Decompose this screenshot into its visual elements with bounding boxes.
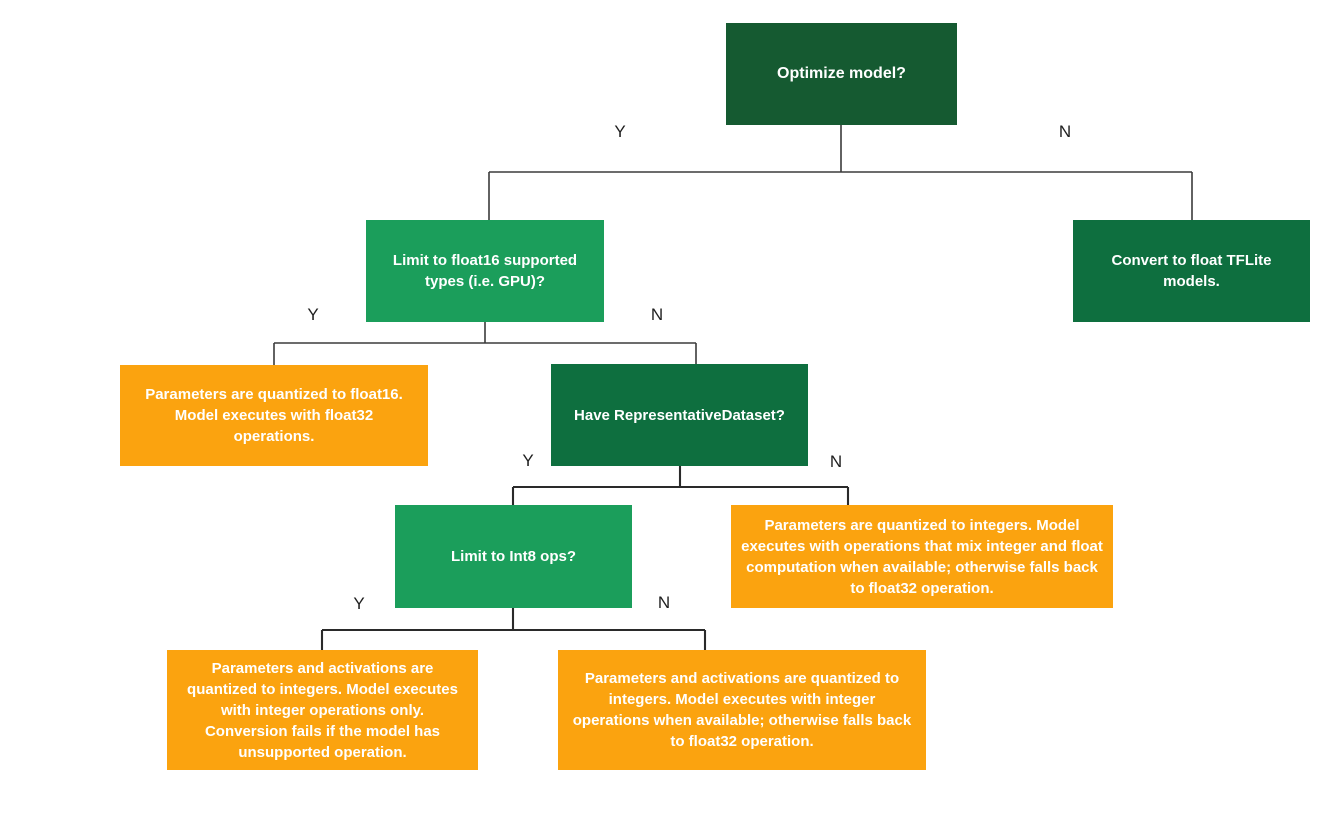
node-limit-float16: Limit to float16 supported types (i.e. G…: [366, 220, 604, 322]
node-have-representative-dataset: Have RepresentativeDataset?: [551, 364, 808, 466]
node-optimize-model: Optimize model?: [726, 23, 957, 125]
node-limit-int8-ops: Limit to Int8 ops?: [395, 505, 632, 608]
edge-label-repdataset-yes: Y: [522, 451, 534, 470]
node-convert-float-tflite: Convert to float TFLite models.: [1073, 220, 1310, 322]
node-int8-fallback-result: Parameters and activations are quantized…: [558, 650, 926, 770]
node-float16-result: Parameters are quantized to float16. Mod…: [120, 365, 428, 466]
connector-repdataset-branch: [511, 466, 850, 505]
edge-label-int8-yes: Y: [353, 594, 365, 613]
edge-label-root-yes: Y: [614, 122, 626, 141]
edge-label-float16-no: N: [650, 305, 664, 324]
node-int8-only-result: Parameters and activations are quantized…: [167, 650, 478, 770]
connector-int8-branch: [320, 608, 707, 650]
connector-root-branch: [488, 125, 1193, 220]
edge-label-float16-yes: Y: [307, 305, 319, 324]
edge-label-int8-no: N: [657, 593, 671, 612]
node-mixed-ops-result: Parameters are quantized to integers. Mo…: [731, 505, 1113, 608]
edge-label-repdataset-no: N: [829, 452, 843, 471]
edge-label-root-no: N: [1058, 122, 1072, 141]
connector-float16-branch: [273, 322, 697, 365]
